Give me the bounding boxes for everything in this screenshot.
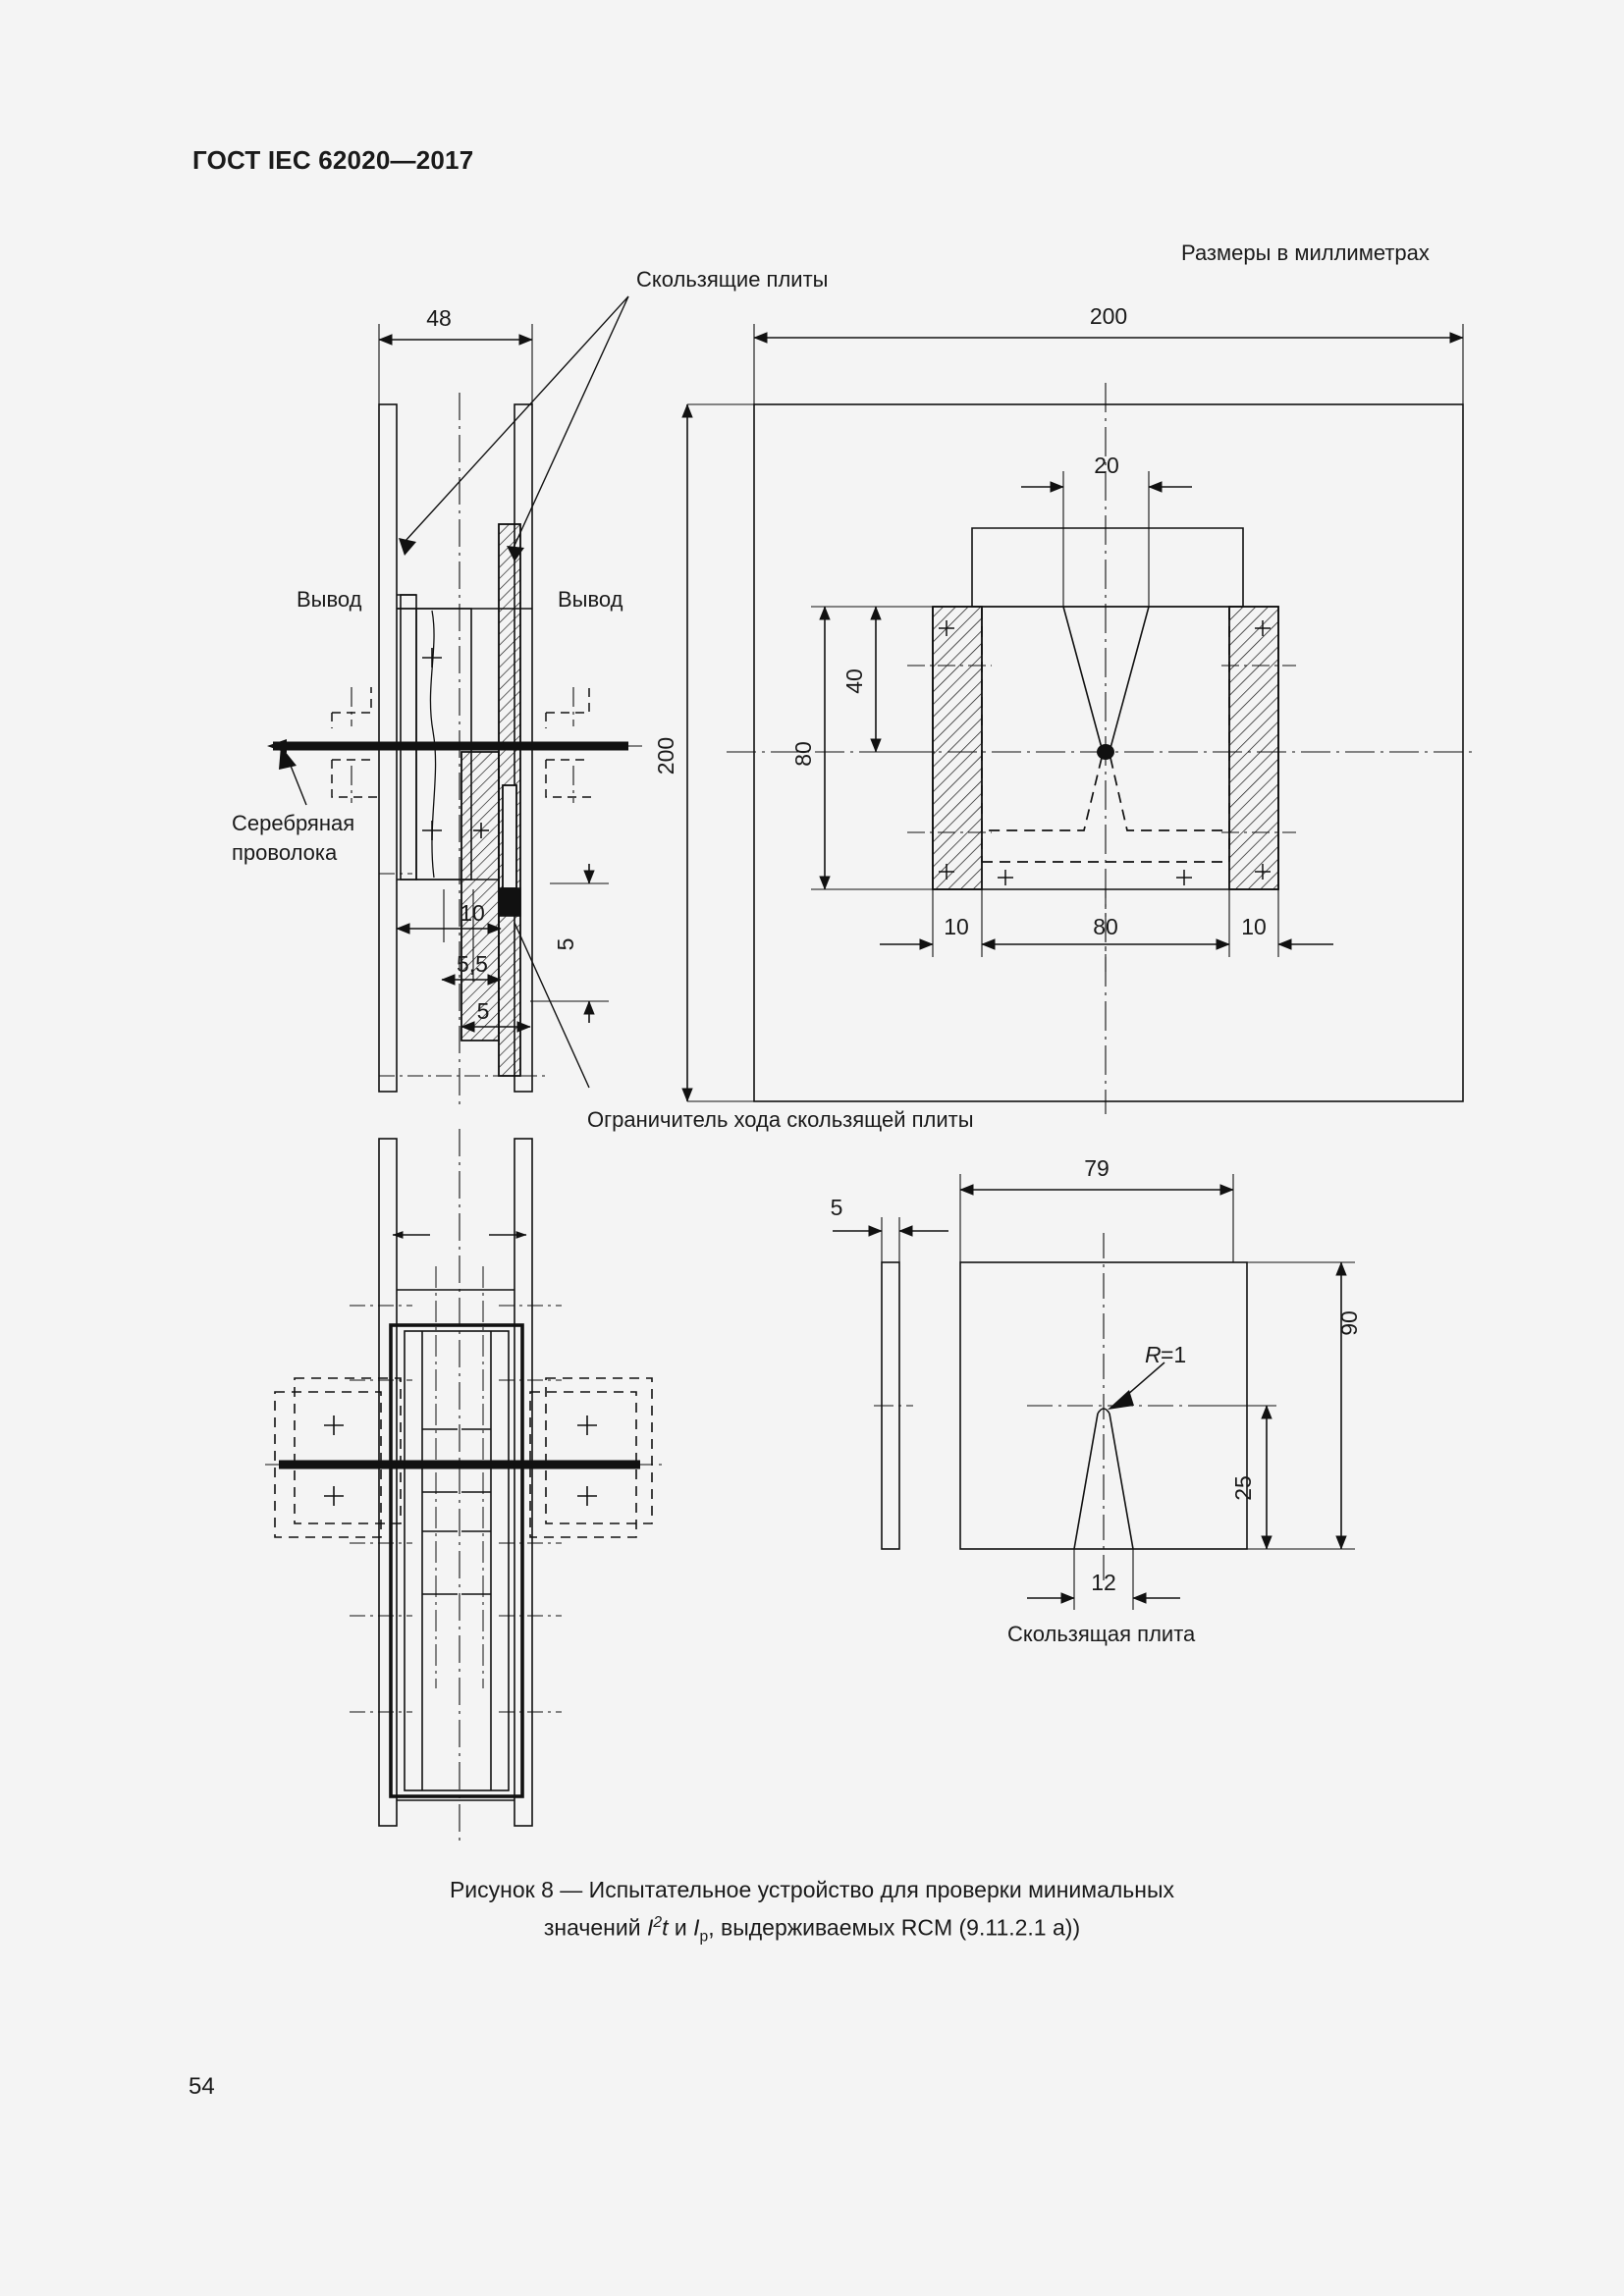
plan-view-lower (265, 1129, 668, 1845)
dim-text-200-v: 200 (653, 737, 678, 774)
dim-bottom-10-80-10 (880, 889, 1333, 972)
dim-text-inner-80: 80 (1093, 914, 1118, 939)
figure-text-labels: Скользящие плиты Вывод Вывод Серебряная … (232, 267, 1362, 1646)
caption-frag-a: значений (543, 1914, 647, 1941)
dim-text-55: 5,5 (457, 951, 488, 977)
figure-caption-line-2: значений I2t и Ip, выдерживаемых RCM (9.… (0, 1906, 1624, 1953)
label-sliding-plate: Скользящая плита (1007, 1622, 1196, 1646)
dim-text-12: 12 (1091, 1570, 1116, 1595)
caption-symbol-t: t (662, 1914, 669, 1941)
dim-48 (378, 324, 533, 404)
caption-exponent-2: 2 (653, 1914, 663, 1931)
figure-caption-line-1: Рисунок 8 — Испытательное устройство для… (449, 1877, 1175, 1902)
caption-subscript-p: p (699, 1928, 709, 1946)
dim-200-vertical (681, 403, 754, 1102)
dim-gap-5 (530, 864, 609, 1023)
leader-travel-stop (514, 922, 590, 1089)
dim-text-90: 90 (1336, 1310, 1362, 1336)
sliding-plate-view (874, 1233, 1263, 1584)
dim-text-25: 25 (1230, 1475, 1256, 1501)
dim-text-5: 5 (477, 998, 490, 1024)
dim-25 (1214, 1405, 1276, 1550)
dim-79 (959, 1174, 1234, 1262)
front-view-upper (267, 393, 648, 1109)
leader-arrow-1 (399, 538, 416, 556)
label-terminal-left: Вывод (297, 587, 362, 612)
dim-40 (864, 606, 935, 753)
dim-200-horizontal (753, 324, 1464, 404)
dim-text-right-10: 10 (1241, 914, 1267, 939)
dim-text-48: 48 (426, 305, 452, 331)
dim-text-20: 20 (1094, 453, 1119, 478)
dim-text-79: 79 (1084, 1155, 1110, 1181)
leader-arrow-2 (507, 546, 524, 561)
dim-text-40: 40 (841, 668, 867, 694)
label-silver-wire-line1: Серебряная (232, 811, 354, 835)
dim-text-80-v: 80 (790, 741, 816, 767)
dim-12 (1027, 1549, 1180, 1610)
label-radius: R (1145, 1342, 1162, 1367)
page-number: 54 (189, 2073, 215, 2100)
dim-text-10: 10 (460, 900, 485, 926)
dim-text-200-h: 200 (1090, 303, 1127, 329)
caption-frag-b: и (668, 1914, 694, 1941)
caption-symbol-I2: I (693, 1914, 700, 1941)
dim-80-vertical (811, 606, 935, 890)
dim-text-left-10: 10 (944, 914, 969, 939)
dim-text-thickness-5: 5 (831, 1195, 843, 1220)
figure-caption: Рисунок 8 — Испытательное устройство для… (0, 1873, 1624, 1953)
label-terminal-right: Вывод (558, 587, 623, 612)
units-note: Размеры в миллиметрах (1181, 240, 1430, 265)
leader-sliding-plates (404, 295, 629, 551)
label-sliding-plates: Скользящие плиты (636, 267, 828, 292)
side-view-top (727, 383, 1473, 1114)
dim-text-gap-5: 5 (553, 938, 578, 951)
caption-symbol-I: I (646, 1914, 654, 1941)
label-plate-travel-stop: Ограничитель хода скользящей плиты (587, 1107, 974, 1132)
dim-plate-thickness-5 (833, 1217, 948, 1262)
standard-header: ГОСТ IEC 62020—2017 (192, 145, 474, 175)
dim-20 (1021, 471, 1192, 607)
dim-10-55-5 (396, 889, 531, 1033)
label-radius-eq: =1 (1161, 1342, 1186, 1367)
caption-frag-c: , выдерживаемых RCM (9.11.2.1 a)) (708, 1914, 1081, 1941)
label-silver-wire-line2: проволока (232, 840, 338, 865)
